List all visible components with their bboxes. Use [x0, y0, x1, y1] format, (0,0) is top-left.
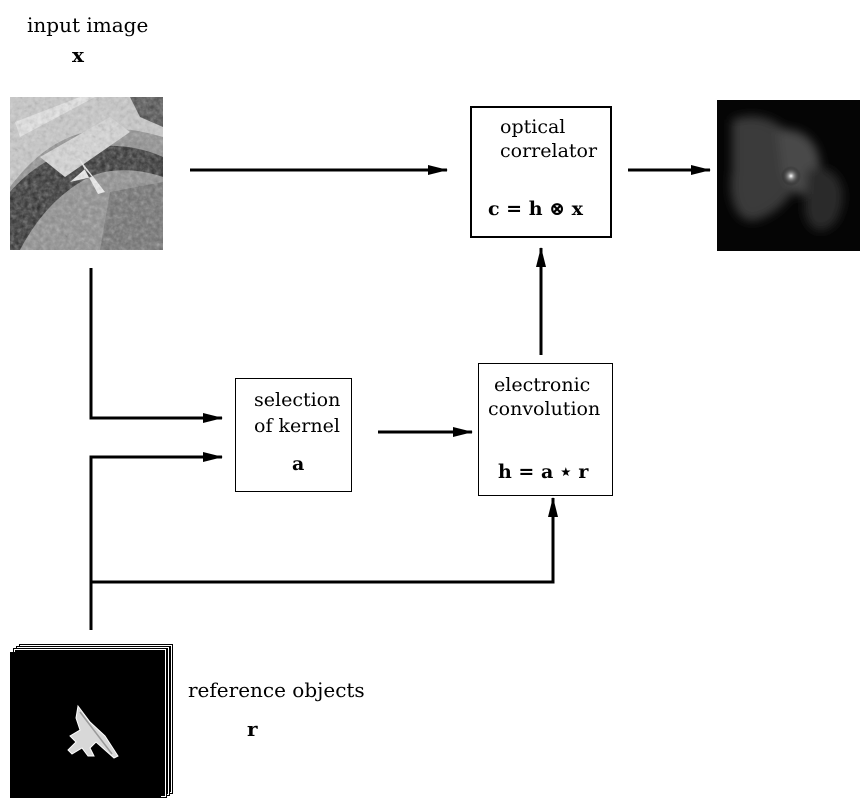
reference-objects-label: reference objects	[188, 678, 365, 702]
kernel-symbol: a	[292, 453, 305, 475]
arrow-reference-to-kernel	[89, 452, 223, 630]
correlation-output-image	[717, 100, 860, 251]
electronic-convolution-label-line2: convolution	[488, 398, 601, 420]
reference-object-image	[10, 652, 161, 798]
optical-correlator-box: optical correlator c = h ⊗ x	[470, 106, 612, 238]
input-image-symbol: x	[72, 43, 84, 67]
kernel-selection-label-line2: of kernel	[254, 415, 340, 437]
optical-correlator-label-line2: correlator	[500, 140, 598, 162]
aircraft-icon	[67, 704, 119, 759]
electronic-convolution-label-line1: electronic	[494, 374, 591, 396]
optical-correlator-formula: c = h ⊗ x	[488, 198, 584, 220]
arrow-input-to-kernel	[89, 268, 223, 423]
reference-objects-stack	[10, 644, 173, 798]
electronic-convolution-formula: h = a ⋆ r	[498, 461, 589, 483]
reference-objects-symbol: r	[247, 717, 258, 741]
kernel-selection-label-line1: selection	[254, 389, 341, 411]
arrow-reference-to-convolution	[91, 497, 558, 584]
kernel-selection-box: selection of kernel a	[235, 378, 352, 492]
input-image	[10, 97, 163, 250]
optical-correlator-label-line1: optical	[500, 116, 566, 138]
electronic-convolution-box: electronic convolution h = a ⋆ r	[478, 363, 613, 496]
input-image-label: input image	[27, 13, 149, 37]
